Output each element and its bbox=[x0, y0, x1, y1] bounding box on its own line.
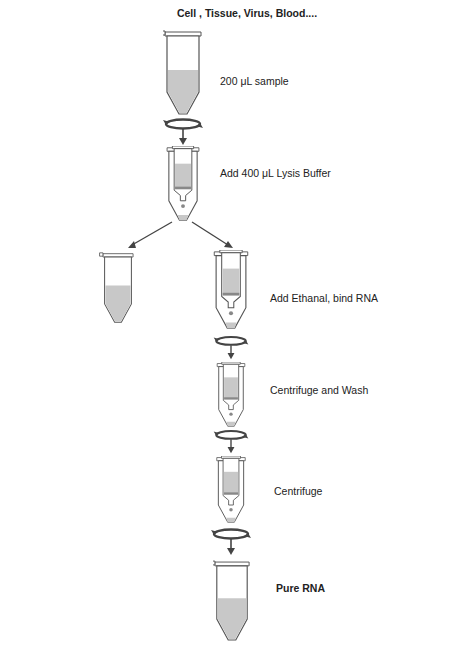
split-arrow bbox=[192, 222, 228, 245]
step-label: Add 400 μL Lysis Buffer bbox=[220, 167, 331, 180]
step-label: 200 μL sample bbox=[220, 75, 289, 88]
column-tube bbox=[217, 456, 245, 522]
centrifuge-symbol bbox=[214, 431, 249, 453]
result-label: Pure RNA bbox=[276, 582, 325, 595]
arrow-head bbox=[224, 241, 233, 248]
centrifuge-symbol bbox=[163, 120, 203, 146]
column-tube bbox=[214, 250, 247, 328]
pure-rna-tube bbox=[211, 561, 249, 640]
step-label: Centrifuge and Wash bbox=[270, 384, 368, 397]
arrow-head bbox=[128, 241, 136, 248]
sample-tube bbox=[161, 31, 201, 114]
split-arrow bbox=[132, 222, 172, 245]
centrifuge-symbol bbox=[211, 530, 251, 556]
centrifuge-symbol bbox=[214, 337, 249, 359]
diagram-title: Cell , Tissue, Virus, Blood.... bbox=[177, 7, 317, 20]
step-label: Centrifuge bbox=[274, 485, 322, 498]
column-tube bbox=[217, 362, 245, 426]
flowthrough-tube bbox=[100, 253, 133, 322]
step-label: Add Ethanal, bind RNA bbox=[270, 292, 378, 305]
column-tube bbox=[167, 146, 199, 220]
